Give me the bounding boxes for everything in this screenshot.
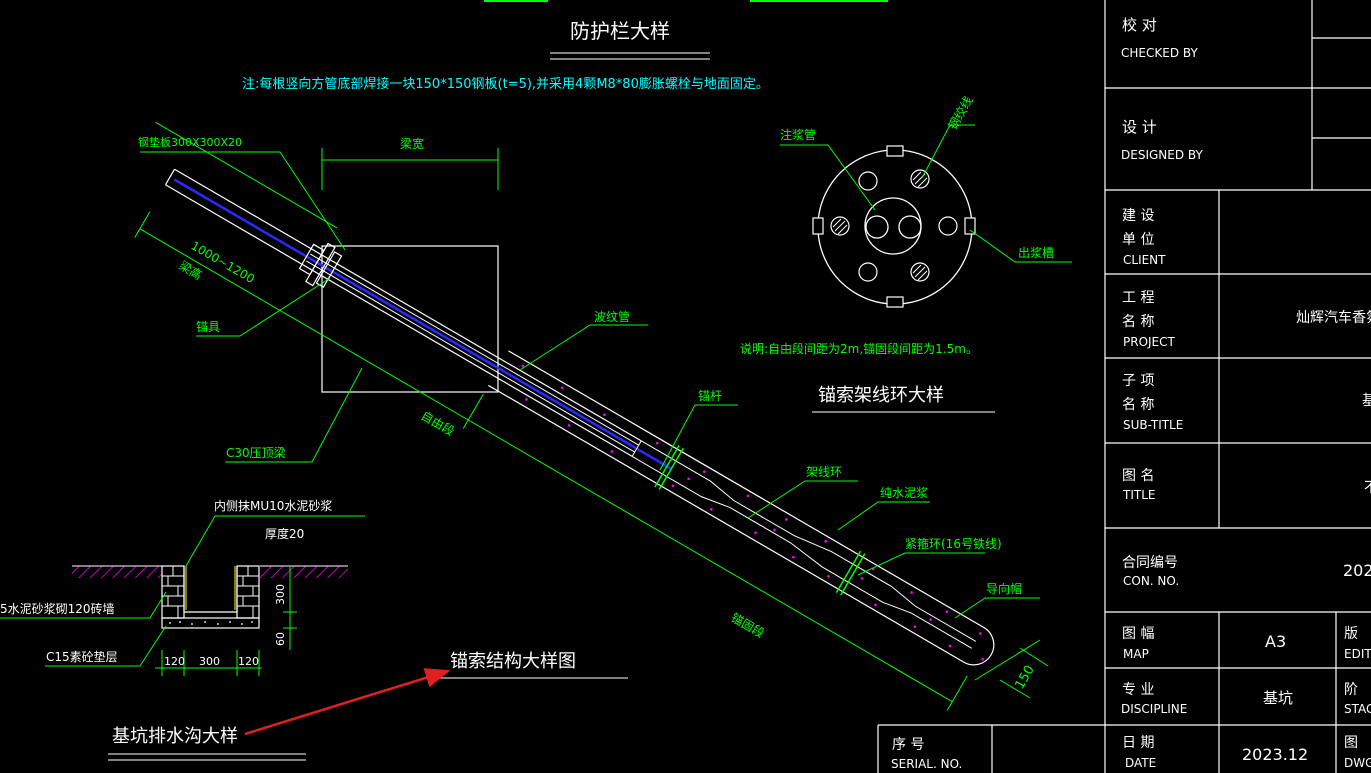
label-spacer-ring: 架线环 — [806, 465, 842, 479]
tb-checked-en: CHECKED BY — [1121, 46, 1198, 60]
tb-contract-value: 202 — [1343, 561, 1371, 580]
tb-stage-cn: 阶 — [1344, 682, 1358, 698]
label-tie-ring: 紧箍环(16号铁线) — [905, 536, 1002, 551]
label-anchor-rod: 锚杆 — [698, 388, 722, 403]
spacer-ring-drawing: 注浆管 钢绞线 出浆槽 说明:自由段间距为2m,锚固段间距为1.5m。 锚索架线… — [740, 93, 1072, 413]
drain-cushion-thickness: 60 — [274, 632, 287, 646]
title-block-text: 校 对 CHECKED BY 设 计 DESIGNED BY 建 设 单 位 C… — [891, 16, 1371, 771]
tb-subtitle-value: 基 — [1362, 392, 1371, 409]
tb-edition-cn: 版 — [1344, 626, 1358, 642]
label-free-section: 自由段 — [419, 408, 458, 439]
crown-beam-section — [321, 245, 499, 393]
guardrail-note: 注:每根竖向方管底部焊接一块150*150钢板(t=5),并采用4颗M8*80膨… — [242, 76, 769, 92]
tb-edition-en: EDIT — [1344, 647, 1371, 661]
label-anchorage: 锚具 — [196, 319, 220, 334]
label-slurry-groove: 出浆槽 — [1018, 245, 1054, 260]
tb-map-en: MAP — [1123, 647, 1149, 661]
tb-project-cn2: 名 称 — [1122, 314, 1154, 330]
tb-drawing-en: DWG — [1344, 756, 1371, 770]
tb-date-cn: 日 期 — [1122, 735, 1154, 751]
tb-title-value: 不 — [1364, 480, 1371, 496]
label-dim-150: 150 — [1012, 663, 1037, 692]
anchor-detail-title: 锚索结构大样图 — [450, 651, 576, 672]
label-pure-cement: 纯水泥浆 — [880, 485, 928, 500]
label-strand: 钢绞线 — [945, 93, 976, 132]
spacer-note: 说明:自由段间距为2m,锚固段间距为1.5m。 — [740, 341, 978, 356]
tb-title-cn: 图 名 — [1122, 468, 1154, 484]
label-corrugated-pipe: 波纹管 — [594, 309, 630, 324]
tb-date-value: 2023.12 — [1242, 745, 1308, 764]
drain-ditch-drawing: 300 60 120 300 120 内侧抹MU10水泥砂浆 厚度20 5水泥砂… — [0, 498, 365, 761]
tb-client-cn2: 单 位 — [1122, 232, 1154, 248]
tb-project-cn1: 工 程 — [1122, 290, 1154, 306]
drain-c15-cushion: C15素砼垫层 — [46, 649, 118, 664]
tb-subtitle-cn2: 名 称 — [1122, 397, 1154, 413]
spacer-detail-title: 锚索架线环大样 — [818, 385, 944, 406]
tb-client-cn1: 建 设 — [1122, 208, 1154, 224]
tb-client-en: CLIENT — [1123, 253, 1166, 267]
anchor-cable-drawing: 梁宽 钢垫板300X300X20 1000~1200 梁高 锚具 C30压顶梁 … — [134, 121, 1049, 711]
drain-thickness: 厚度20 — [265, 526, 304, 541]
tb-project-en: PROJECT — [1123, 335, 1176, 349]
tb-serial-cn: 序 号 — [892, 737, 924, 753]
tb-title-en: TITLE — [1122, 488, 1155, 502]
annotation-arrow — [244, 668, 451, 736]
tb-project-value: 灿辉汽车香氛 — [1296, 309, 1371, 326]
drain-detail-title: 基坑排水沟大样 — [112, 726, 238, 747]
tb-discipline-cn: 专 业 — [1122, 682, 1154, 698]
drain-brick-wall: 5水泥砂浆砌120砖墙 — [0, 601, 115, 616]
drain-dim-right: 120 — [238, 655, 259, 668]
tb-drawing-cn: 图 — [1344, 735, 1358, 751]
label-beam-width: 梁宽 — [400, 136, 424, 151]
tb-serial-en: SERIAL. NO. — [891, 757, 962, 771]
drain-dim-left: 120 — [164, 655, 185, 668]
tb-discipline-en: DISCIPLINE — [1121, 702, 1187, 716]
tb-map-value: A3 — [1265, 632, 1286, 651]
label-guide-cap: 导向帽 — [986, 581, 1022, 596]
tb-discipline-value: 基坑 — [1263, 689, 1293, 707]
guardrail-title: 防护栏大样 — [570, 19, 670, 43]
label-anchored-section: 锚固段 — [729, 610, 768, 641]
tb-contract-en: CON. NO. — [1123, 574, 1179, 588]
label-grout-pipe: 注浆管 — [780, 127, 816, 142]
tb-subtitle-en: SUB-TITLE — [1123, 418, 1183, 432]
tb-designed-en: DESIGNED BY — [1121, 148, 1203, 162]
drain-inner-plaster: 内侧抹MU10水泥砂浆 — [214, 498, 332, 513]
tb-map-cn: 图 幅 — [1122, 626, 1154, 642]
tb-stage-en: STAG — [1344, 702, 1371, 716]
tb-checked-cn: 校 对 — [1122, 16, 1157, 34]
label-c30-beam: C30压顶梁 — [226, 445, 286, 460]
label-beam-height: 梁高 — [177, 258, 205, 283]
title-block — [877, 0, 1371, 773]
tb-designed-cn: 设 计 — [1122, 118, 1157, 136]
drain-dim-mid: 300 — [199, 655, 220, 668]
tb-date-en: DATE — [1125, 756, 1156, 770]
drain-depth: 300 — [274, 584, 287, 605]
tb-subtitle-cn1: 子 项 — [1122, 373, 1154, 389]
tb-contract-cn: 合同编号 — [1122, 555, 1178, 571]
label-steel-plate: 钢垫板300X300X20 — [138, 135, 242, 149]
